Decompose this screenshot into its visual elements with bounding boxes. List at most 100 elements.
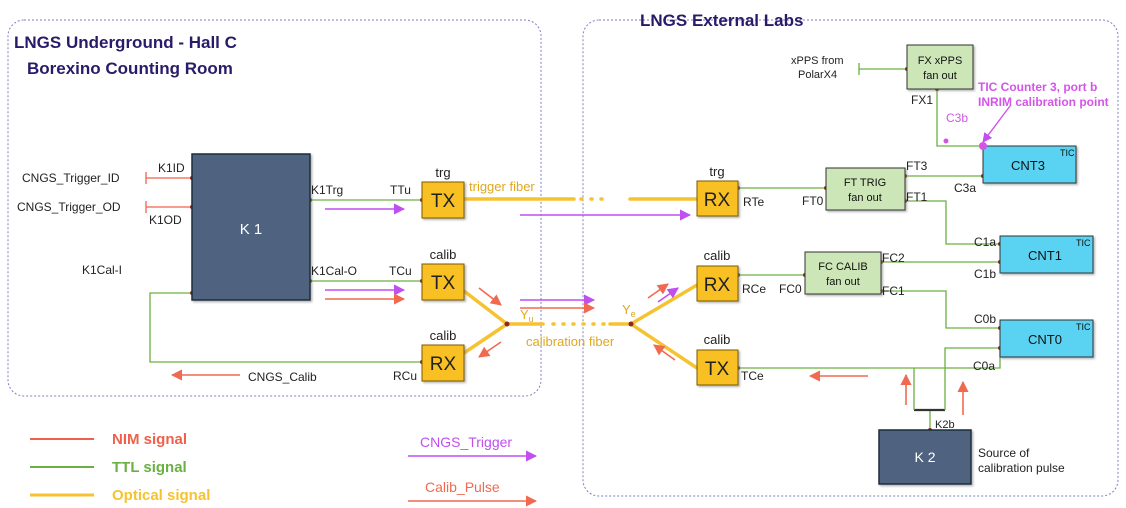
calib-rx-to-yu <box>462 322 509 355</box>
cnt3-label: CNT3 <box>1011 158 1045 173</box>
tic-label: TIC <box>1076 238 1091 248</box>
rcu-label: RCu <box>393 369 417 383</box>
fc0-label: FC0 <box>779 282 802 296</box>
fc-line2: fan out <box>826 276 860 288</box>
rx-label: RX <box>704 190 731 211</box>
tx-calib-underground: TX <box>421 263 465 301</box>
legend-calib-pulse-label: Calib_Pulse <box>425 479 500 495</box>
rx-label: RX <box>704 275 731 296</box>
legend-nim-label: NIM signal <box>112 431 187 448</box>
fc1-label: FC1 <box>882 284 905 298</box>
svg-text:Ye: Ye <box>622 302 636 319</box>
direction-arrows <box>170 203 969 415</box>
cnt1-counter: CNT1 TIC <box>999 235 1094 274</box>
tic-label: TIC <box>1076 322 1091 332</box>
underground-title: LNGS Underground - Hall C <box>14 33 237 52</box>
c3b-dot <box>943 138 949 144</box>
fx-line1: FX xPPS <box>918 55 963 67</box>
ye-splitter <box>628 321 634 327</box>
calib-label: calib <box>430 247 457 262</box>
fx-fanout: FX xPPS fan out <box>906 44 974 90</box>
legend-cngs-trigger-label: CNGS_Trigger <box>420 434 512 450</box>
ye-sub: e <box>631 309 636 319</box>
k1trg-label: K1Trg <box>311 183 343 197</box>
fx-line2: fan out <box>923 70 957 82</box>
cnt3-counter: CNT3 TIC <box>982 145 1077 184</box>
ft3-label: FT3 <box>906 159 928 173</box>
legend: NIM signal TTL signal Optical signal CNG… <box>30 431 538 507</box>
ttl-lines <box>149 68 1001 430</box>
source-label-1: Source of <box>978 446 1030 460</box>
rce-label: RCe <box>742 282 766 296</box>
ye-to-calib-tx <box>629 322 699 370</box>
fc1-to-c0b <box>881 290 1000 329</box>
tcu-label: TCu <box>389 264 412 278</box>
calib-label: calib <box>704 332 731 347</box>
cngs-calib-label: CNGS_Calib <box>248 370 317 384</box>
c0a-label: C0a <box>973 359 995 373</box>
fx1-to-c3b <box>936 89 983 147</box>
cnt1-label: CNT1 <box>1028 248 1062 263</box>
xpps-label-1: xPPS from <box>791 55 844 67</box>
fc-fanout: FC CALIB fan out <box>804 251 882 295</box>
ft-line1: FT TRIG <box>844 177 886 189</box>
ft-line2: fan out <box>848 192 882 204</box>
cngs-trigger-id-label: CNGS_Trigger_ID <box>22 171 120 185</box>
underground-region <box>7 19 542 397</box>
trigger-arrow-diag-1 <box>657 287 679 303</box>
calib-pulse-arrow-diag-3 <box>647 283 669 299</box>
rx-label: RX <box>430 354 457 375</box>
underground-subtitle: Borexino Counting Room <box>27 59 233 78</box>
calib-label: calib <box>704 248 731 263</box>
tx-label: TX <box>431 273 456 294</box>
k1-label: K 1 <box>240 221 263 238</box>
k1od-label: K1OD <box>149 213 182 227</box>
ft1-to-c1a <box>905 200 1000 245</box>
trigger-fiber-label: trigger fiber <box>469 179 535 194</box>
fc-line1: FC CALIB <box>818 261 868 273</box>
c1a-label: C1a <box>974 235 996 249</box>
ft0-label: FT0 <box>802 194 824 208</box>
tx-trigger-underground: TX <box>421 181 465 219</box>
tx-label: TX <box>431 191 456 212</box>
rx-calib-external: RX <box>696 265 739 302</box>
ft-fanout: FT TRIG fan out <box>825 167 906 211</box>
c0b-label: C0b <box>974 312 996 326</box>
nim-lines <box>145 172 192 213</box>
calib-pulse-arrow-diag-1 <box>478 287 502 306</box>
k1-block: K 1 <box>191 153 311 301</box>
rte-label: RTe <box>743 195 764 209</box>
tx-label: TX <box>705 359 730 380</box>
xpps-label-2: PolarX4 <box>798 69 837 81</box>
inrim-calibration-point <box>979 142 987 150</box>
tic-label: TIC <box>1060 148 1075 158</box>
cnt0-counter: CNT0 TIC <box>999 319 1094 358</box>
calib-pulse-arrow-diag-4 <box>653 344 676 361</box>
k1cal-o-label: K1Cal-O <box>311 264 357 278</box>
ttu-label: TTu <box>390 183 411 197</box>
cnt0-label: CNT0 <box>1028 332 1062 347</box>
c3a-label: C3a <box>954 181 976 195</box>
k1cal-i-label: K1Cal-I <box>82 263 122 277</box>
ye-to-calib-rx <box>629 283 699 326</box>
external-title: LNGS External Labs <box>640 11 803 30</box>
c3b-label: C3b <box>946 111 968 125</box>
calib-label: calib <box>430 328 457 343</box>
tic-callout-arrow <box>982 105 1011 143</box>
k2b-stub <box>914 409 931 430</box>
rx-trigger-external: RX <box>696 180 739 217</box>
tic-callout-2: INRIM calibration point <box>978 95 1109 109</box>
tic-callout-1: TIC Counter 3, port b <box>978 80 1097 94</box>
tx-calib-external: TX <box>696 349 739 386</box>
trg-label: trg <box>435 165 450 180</box>
k1id-label: K1ID <box>158 161 185 175</box>
k2-block: K 2 <box>878 429 972 485</box>
legend-ttl-label: TTL signal <box>112 459 187 476</box>
cngs-trigger-od-label: CNGS_Trigger_OD <box>17 200 121 214</box>
trg-label: trg <box>709 164 724 179</box>
ye-label: Y <box>622 302 631 317</box>
c1b-label: C1b <box>974 267 996 281</box>
source-label-2: calibration pulse <box>978 461 1065 475</box>
external-region <box>582 19 1119 497</box>
